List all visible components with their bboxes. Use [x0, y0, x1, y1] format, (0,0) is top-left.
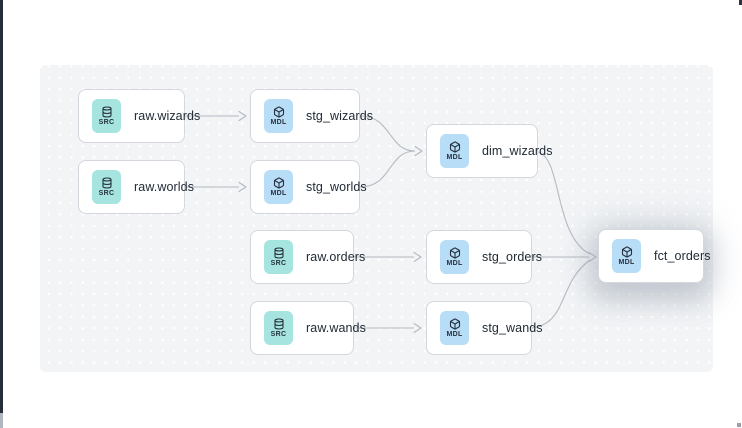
node-label: raw.worlds	[134, 180, 195, 194]
badge-label: SRC	[98, 119, 115, 126]
window-left-edge	[0, 0, 3, 413]
node-label: raw.wands	[306, 321, 366, 335]
cube-icon	[449, 141, 461, 153]
node-fct_orders[interactable]: MDL fct_orders	[598, 229, 710, 283]
node-dim_wizards[interactable]: MDL dim_wizards	[426, 124, 552, 178]
badge-label: MDL	[270, 119, 287, 126]
node-label: stg_orders	[482, 250, 543, 264]
badge-label: MDL	[446, 331, 463, 338]
mdl-badge: MDL	[440, 134, 469, 168]
src-badge: SRC	[264, 240, 293, 274]
cube-icon	[621, 246, 633, 258]
src-badge: SRC	[264, 311, 293, 345]
node-label: stg_worlds	[306, 180, 367, 194]
node-raw_orders[interactable]: SRC raw.orders	[250, 230, 365, 284]
node-raw_worlds[interactable]: SRC raw.worlds	[78, 160, 194, 214]
database-icon	[101, 177, 113, 189]
node-raw_wizards[interactable]: SRC raw.wizards	[78, 89, 200, 143]
node-label: stg_wizards	[306, 109, 374, 123]
mdl-badge: MDL	[440, 240, 469, 274]
mdl-badge: MDL	[440, 311, 469, 345]
badge-label: MDL	[270, 190, 287, 197]
badge-label: MDL	[446, 260, 463, 267]
window-left-edge-bottom	[0, 413, 3, 428]
node-stg_orders[interactable]: MDL stg_orders	[426, 230, 542, 284]
badge-label: MDL	[618, 259, 635, 266]
mdl-badge: MDL	[612, 239, 641, 273]
badge-label: SRC	[98, 190, 115, 197]
database-icon	[101, 106, 113, 118]
node-label: raw.wizards	[134, 109, 201, 123]
badge-label: MDL	[446, 154, 463, 161]
node-label: stg_wands	[482, 321, 543, 335]
mdl-badge: MDL	[264, 99, 293, 133]
database-icon	[273, 318, 285, 330]
cube-icon	[273, 177, 285, 189]
badge-label: SRC	[270, 331, 287, 338]
mdl-badge: MDL	[264, 170, 293, 204]
badge-label: SRC	[270, 260, 287, 267]
node-label: fct_orders	[654, 249, 711, 263]
cube-icon	[273, 106, 285, 118]
window-corner-artifact-top	[739, 0, 742, 5]
database-icon	[273, 247, 285, 259]
src-badge: SRC	[92, 170, 121, 204]
node-label: dim_wizards	[482, 144, 553, 158]
src-badge: SRC	[92, 99, 121, 133]
node-stg_wands[interactable]: MDL stg_wands	[426, 301, 543, 355]
node-stg_wizards[interactable]: MDL stg_wizards	[250, 89, 373, 143]
node-stg_worlds[interactable]: MDL stg_worlds	[250, 160, 367, 214]
cube-icon	[449, 247, 461, 259]
cube-icon	[449, 318, 461, 330]
node-label: raw.orders	[306, 250, 366, 264]
window-corner-artifact-bottom	[737, 423, 741, 427]
node-raw_wands[interactable]: SRC raw.wands	[250, 301, 366, 355]
